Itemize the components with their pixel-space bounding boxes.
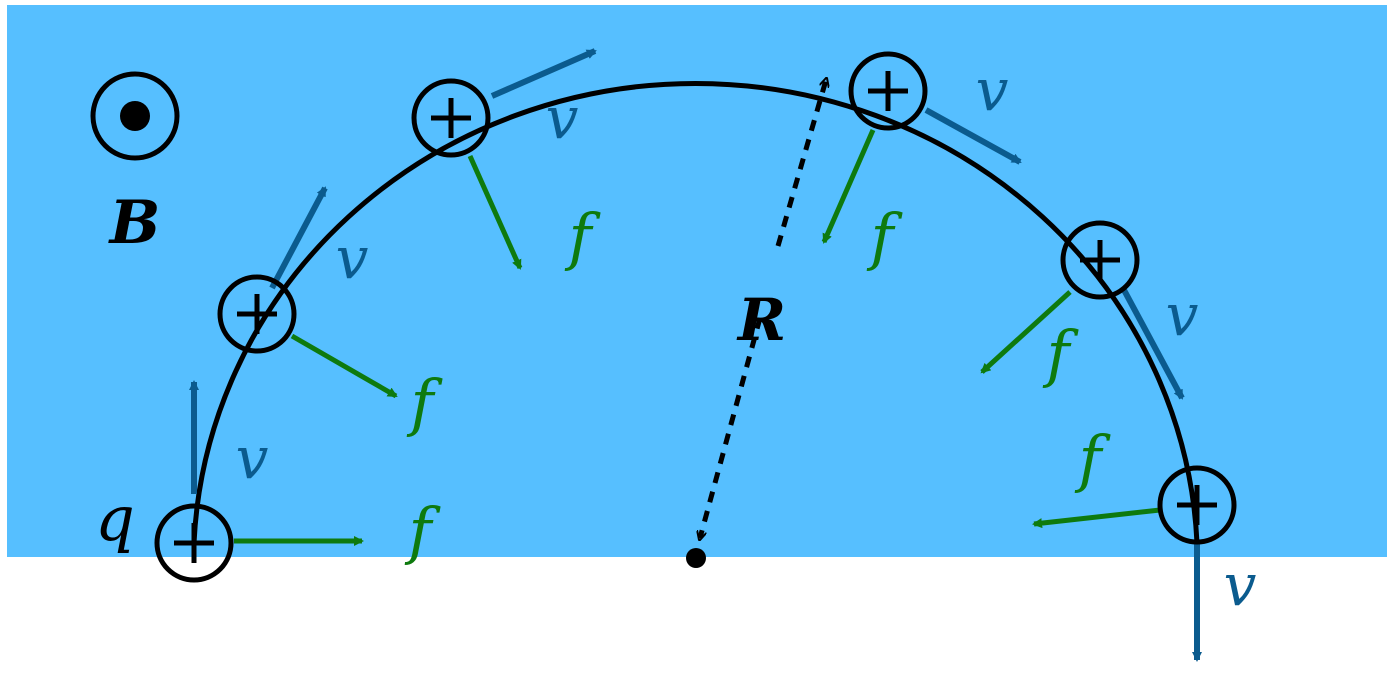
force-arrow <box>290 333 398 399</box>
velocity-arrow <box>1121 288 1185 400</box>
velocity-arrow <box>924 107 1022 165</box>
radius-label: R <box>736 286 786 354</box>
charge-trajectory <box>191 81 1200 544</box>
positive-charge-icon <box>154 503 234 583</box>
velocity-arrow <box>490 48 597 99</box>
charges <box>154 51 1237 583</box>
positive-charge-icon <box>1060 220 1140 300</box>
velocity-label: v <box>336 224 369 292</box>
radius-arrow <box>700 317 763 538</box>
radius-arrow-upper <box>775 80 826 247</box>
velocity-label: v <box>976 56 1009 124</box>
velocity-label: v <box>236 424 269 492</box>
force-arrow <box>821 128 876 244</box>
charge-label: q <box>95 482 135 555</box>
positive-charge-icon <box>217 274 297 354</box>
force-arrow <box>980 290 1072 374</box>
circle-center-point <box>686 548 706 568</box>
velocity-label: v <box>1166 281 1199 349</box>
field-out-of-page-icon <box>90 71 180 161</box>
force-arrow <box>467 154 523 270</box>
positive-charge-icon <box>411 78 491 158</box>
force-arrow <box>1032 507 1161 529</box>
velocity-label: v <box>546 84 579 152</box>
positive-charge-icon <box>848 51 928 131</box>
field-label: B <box>108 188 161 258</box>
velocity-arrows <box>189 48 1202 662</box>
force-arrows <box>234 128 1161 546</box>
positive-charge-icon <box>1157 465 1237 545</box>
velocity-labels: v v v v v v <box>236 56 1257 619</box>
velocity-arrow <box>269 186 328 290</box>
velocity-label: v <box>1224 551 1257 619</box>
